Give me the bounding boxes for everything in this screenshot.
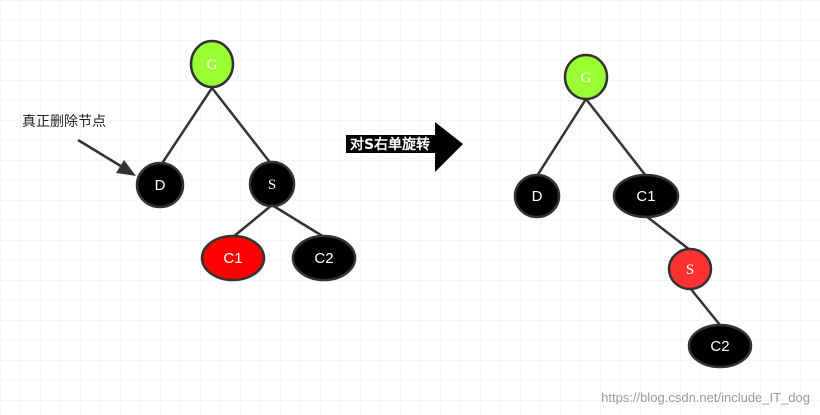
operation-label: 对S右单旋转 bbox=[350, 136, 430, 153]
before-tree-edges bbox=[159, 87, 325, 239]
before-node-g: G bbox=[189, 39, 235, 89]
edge-g-d bbox=[159, 87, 214, 166]
annotation-label: 真正删除节点 bbox=[22, 114, 106, 130]
after-node-d-label: D bbox=[532, 188, 543, 205]
before-node-d: D bbox=[135, 161, 185, 209]
after-node-c2-label: C2 bbox=[710, 338, 729, 355]
after-tree-edges bbox=[535, 98, 721, 326]
operation-arrow: 对S右单旋转 bbox=[346, 122, 463, 172]
watermark: https://blog.csdn.net/include_IT_dog bbox=[601, 390, 810, 405]
before-node-s: S bbox=[248, 160, 296, 208]
edge-s-c2-after bbox=[689, 287, 721, 326]
after-node-c1: C1 bbox=[612, 173, 680, 219]
after-node-g-label: G bbox=[581, 70, 592, 86]
before-node-s-label: S bbox=[268, 177, 276, 193]
edge-s-c2 bbox=[271, 203, 325, 239]
edge-g-d-after bbox=[535, 98, 588, 177]
before-node-c2-label: C2 bbox=[314, 250, 333, 267]
edge-g-s bbox=[211, 87, 273, 166]
annotation-arrow bbox=[77, 138, 136, 176]
edge-s-c1 bbox=[232, 204, 273, 238]
before-node-c1: C1 bbox=[200, 234, 266, 282]
after-node-s: S bbox=[667, 247, 713, 291]
edge-g-c1-after bbox=[585, 98, 647, 177]
after-node-d: D bbox=[513, 173, 561, 219]
after-node-c1-label: C1 bbox=[636, 188, 655, 205]
after-node-g: G bbox=[563, 53, 609, 101]
before-node-d-label: D bbox=[155, 177, 166, 194]
after-node-c2: C2 bbox=[687, 323, 753, 369]
edge-c1-s-after bbox=[645, 215, 691, 251]
before-node-g-label: G bbox=[207, 57, 218, 73]
before-node-c2: C2 bbox=[291, 234, 357, 282]
after-node-s-label: S bbox=[686, 262, 694, 278]
before-node-c1-label: C1 bbox=[223, 250, 242, 267]
